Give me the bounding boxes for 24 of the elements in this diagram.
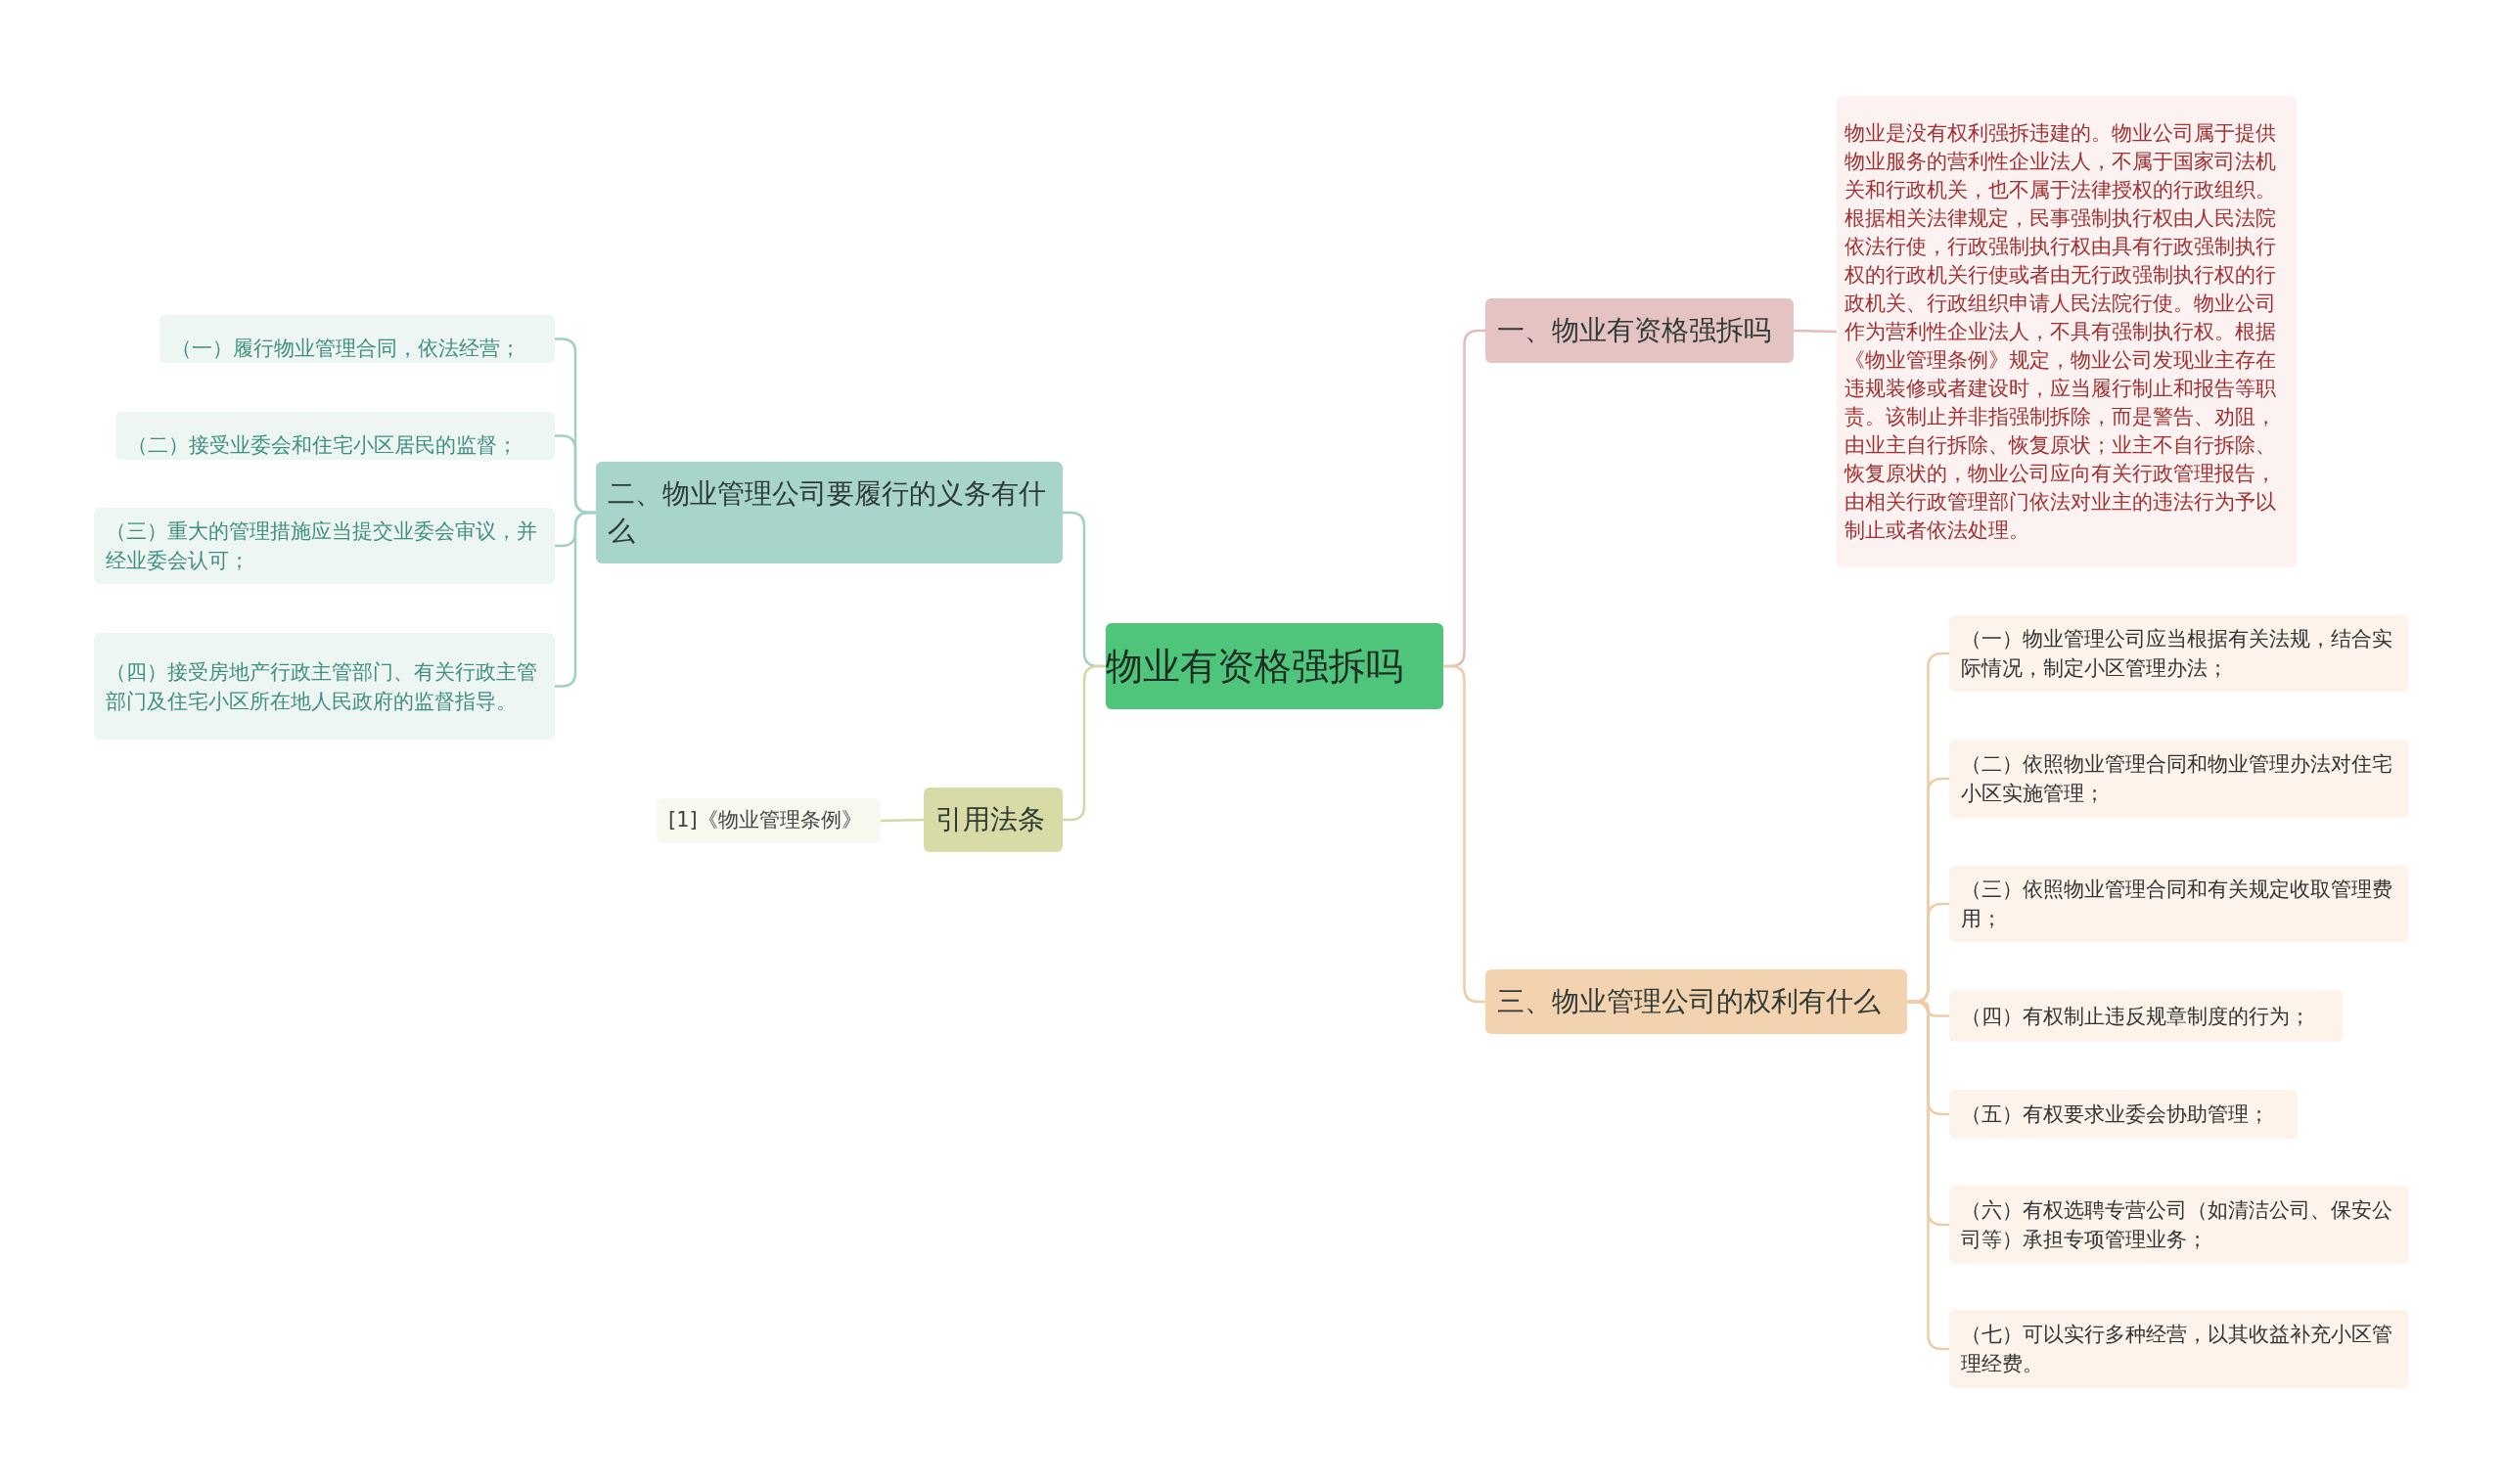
subtopic: （二）依照物业管理合同和物业管理办法对住宅小区实施管理； <box>1949 740 2409 818</box>
branch-topic: 一、物业有资格强拆吗 <box>1485 298 1794 363</box>
subtopic: （二）接受业委会和住宅小区居民的监督； <box>115 412 555 460</box>
subtopic: （一）履行物业管理合同，依法经营； <box>159 315 555 363</box>
connector-line <box>1793 329 1838 334</box>
subtopic: （五）有权要求业委会协助管理； <box>1949 1090 2298 1139</box>
subtopic: （四）有权制止违反规章制度的行为； <box>1949 990 2343 1042</box>
subtopic: （一）物业管理公司应当根据有关法规，结合实际情况，制定小区管理办法； <box>1949 615 2409 692</box>
branch-topic: 三、物业管理公司的权利有什么 <box>1485 969 1907 1034</box>
connector-line <box>555 511 596 688</box>
branch-topic: 二、物业管理公司要履行的义务有什么 <box>596 462 1063 563</box>
subtopic: [1]《物业管理条例》 <box>657 798 881 843</box>
connector-line <box>1443 664 1485 1004</box>
connector-line <box>1063 664 1106 822</box>
subtopic: （四）接受房地产行政主管部门、有关行政主管部门及住宅小区所在地人民政府的监督指导。 <box>94 633 555 740</box>
note-card: 物业是没有权利强拆违建的。物业公司属于提供物业服务的营利性企业法人，不属于国家司法机关和行政机关，也不属于法律授权的行政组织。根据相关法律规定，民事强制执行权由人民法院依法行使，行政强制执行权由具有行政强制执行权的行政机关行使或者由无行政强制执行权的行政机关、行政组织申请人民法院行使。物业公司作为营利性企业法人，不具有强制执行权。根据《物业管理条例》规定，物业公司发现业主存在违规装修或者建设时，应当履行制止和报告等职责。该制止并非指强制拆除，而是警告、劝阻，由业主自行拆除、恢复原状；业主不自行拆除、恢复原状的，物业公司应向有关行政管理报告，由相关行政管理部门依法对业主的违法行为予以制止或者依法处理。 <box>1837 96 2297 567</box>
central-topic: 物业有资格强拆吗 <box>1106 623 1443 709</box>
subtopic: （三）依照物业管理合同和有关规定收取管理费用； <box>1949 866 2409 942</box>
connector-line <box>880 818 925 823</box>
subtopic: （三）重大的管理措施应当提交业委会审议，并经业委会认可； <box>94 508 555 584</box>
branch-topic: 引用法条 <box>924 787 1063 852</box>
subtopic: （七）可以实行多种经营，以其收益补充小区管理经费。 <box>1949 1310 2409 1388</box>
subtopic: （六）有权选聘专营公司（如清洁公司、保安公司等）承担专项管理业务； <box>1949 1186 2409 1264</box>
connector-line <box>1907 1000 1949 1351</box>
